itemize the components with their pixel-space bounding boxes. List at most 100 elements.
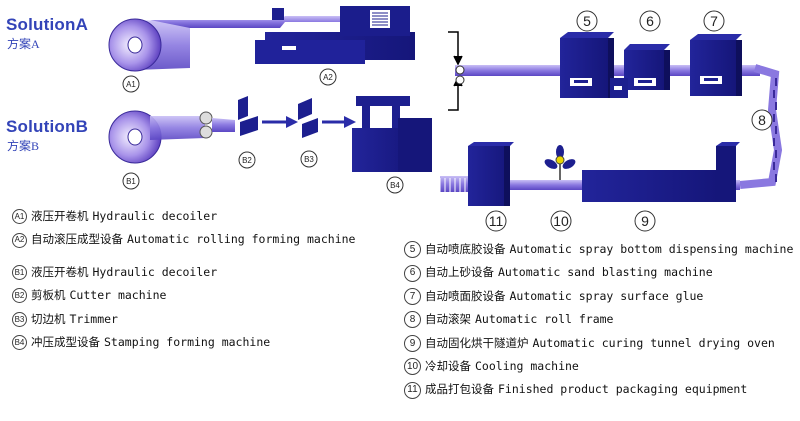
badge-m11: 11	[485, 210, 507, 232]
badge-a1: A1	[122, 75, 140, 93]
badge-m8: 8	[751, 109, 773, 131]
badge-label: 11	[489, 213, 504, 229]
b1-decoiler	[108, 110, 235, 164]
badge-label: B2	[242, 156, 252, 165]
legend-right: 5 自动喷底胶设备 Automatic spray bottom dispensi…	[404, 238, 793, 402]
badge-m10: 10	[550, 210, 572, 232]
legend-zh-label: 剪板机	[31, 288, 66, 303]
legend-item: 6 自动上砂设备 Automatic sand blasting machine	[404, 261, 793, 284]
legend-tag-badge: 8	[404, 311, 421, 329]
legend-zh-label: 自动上砂设备	[425, 265, 494, 280]
machine-11	[468, 142, 514, 206]
legend-item: 7 自动喷面胶设备 Automatic spray surface glue	[404, 285, 793, 308]
legend-zh-label: 自动滚架	[425, 312, 471, 327]
legend-en-label: Automatic roll frame	[475, 312, 614, 327]
badge-label: 5	[583, 13, 591, 29]
badge-b3: B3	[300, 150, 318, 168]
legend-zh-label: 成品打包设备	[425, 382, 494, 397]
solution-b-title: SolutionB	[6, 117, 89, 136]
machine-6	[610, 44, 670, 98]
legend-tag-badge: B1	[12, 264, 27, 280]
badge-b4: B4	[386, 176, 404, 194]
legend-item: 8 自动滚架 Automatic roll frame	[404, 308, 793, 331]
legend-en-label: Automatic spray surface glue	[509, 288, 704, 303]
a1-decoiler	[108, 18, 190, 72]
badge-label: B4	[390, 181, 400, 190]
badge-m7: 7	[703, 10, 725, 32]
badge-label: B1	[126, 177, 136, 186]
legend-zh-label: 液压开卷机	[31, 209, 89, 223]
legend-item: 10 冷却设备 Cooling machine	[404, 355, 793, 378]
badge-label: A1	[126, 80, 136, 89]
legend-zh-label: 自动滚压成型设备	[31, 232, 123, 247]
legend-en-label: Cooling machine	[475, 358, 579, 373]
legend-en-label: Cutter machine	[69, 288, 167, 303]
legend-tag-badge: B3	[12, 311, 27, 327]
legend-tag-badge: 9	[404, 334, 421, 352]
legend-item: 5 自动喷底胶设备 Automatic spray bottom dispensi…	[404, 238, 793, 261]
legend-tag-badge: B4	[12, 335, 27, 351]
machine-9-oven	[582, 142, 740, 202]
badge-b2: B2	[238, 151, 256, 169]
legend-tag-badge: B2	[12, 288, 27, 304]
legend-zh-label: 自动喷面胶设备	[425, 288, 506, 303]
legend-en-label: Hydraulic decoiler	[92, 264, 218, 279]
badge-a2: A2	[319, 68, 337, 86]
legend-item: B3 切边机 Trimmer	[12, 308, 355, 331]
solution-b-subtitle: 方案B	[7, 139, 40, 153]
legend-item: B1 液压开卷机 Hydraulic decoiler	[12, 261, 355, 284]
machine-5	[560, 32, 614, 98]
legend-tag-badge: 6	[404, 264, 421, 282]
machine-10-fan	[544, 145, 576, 180]
legend-item: 9 自动固化烘干隧道炉 Automatic curing tunnel dryin…	[404, 332, 793, 355]
legend-tag-badge: 10	[404, 358, 421, 376]
b2-cutter	[238, 96, 258, 136]
badge-label: 7	[710, 13, 718, 29]
legend-tag-badge: 11	[404, 381, 421, 399]
legend-item: A1 液压开卷机 Hydraulic decoiler	[12, 205, 355, 228]
legend-en-label: Automatic sand blasting machine	[498, 265, 713, 280]
badge-m9: 9	[634, 210, 656, 232]
legend-en-label: Automatic rolling forming machine	[127, 232, 356, 247]
solution-a-subtitle: 方案A	[7, 37, 40, 51]
legend-tag-badge: 7	[404, 287, 421, 305]
legend-item: B4 冲压成型设备 Stamping forming machine	[12, 331, 355, 354]
badge-m6: 6	[639, 10, 661, 32]
legend-zh-label: 自动固化烘干隧道炉	[425, 335, 529, 350]
badge-label: 8	[758, 112, 766, 128]
legend-zh-label: 切边机	[31, 311, 66, 326]
badge-label: B3	[304, 155, 314, 164]
badge-label: A2	[323, 73, 333, 82]
badge-label: 9	[641, 213, 649, 229]
legend-en-label: Stamping forming machine	[104, 334, 271, 349]
legend-item: B2 剪板机 Cutter machine	[12, 284, 355, 307]
machine-7	[690, 34, 742, 96]
badge-label: 6	[646, 13, 654, 29]
legend-en-label: Trimmer	[69, 311, 118, 326]
a2-rolling-machine	[255, 6, 415, 64]
legend-tag-badge: A2	[12, 232, 27, 248]
legend-item: A2 自动滚压成型设备 Automatic rolling forming mac…	[12, 228, 355, 251]
legend-zh-label: 自动喷底胶设备	[425, 242, 506, 256]
legend-tag-badge: A1	[12, 209, 27, 225]
legend-tag-badge: 5	[404, 241, 421, 259]
b4-stamping	[352, 96, 432, 172]
legend-en-label: Automatic spray bottom dispensing machin…	[509, 242, 794, 256]
badge-m5: 5	[576, 10, 598, 32]
badge-label: 10	[553, 213, 569, 229]
legend-en-label: Automatic curing tunnel drying oven	[532, 335, 775, 350]
legend-en-label: Finished product packaging equipment	[498, 382, 748, 397]
legend-en-label: Hydraulic decoiler	[92, 209, 218, 223]
badge-b1: B1	[122, 172, 140, 190]
legend-zh-label: 冷却设备	[425, 358, 471, 373]
roll-frame-8	[739, 64, 783, 189]
solution-a-title: SolutionA	[6, 15, 89, 34]
legend-zh-label: 液压开卷机	[31, 264, 89, 279]
legend-zh-label: 冲压成型设备	[31, 334, 100, 349]
legend-item: 11 成品打包设备 Finished product packaging equi…	[404, 378, 793, 401]
b3-trimmer	[298, 98, 318, 138]
